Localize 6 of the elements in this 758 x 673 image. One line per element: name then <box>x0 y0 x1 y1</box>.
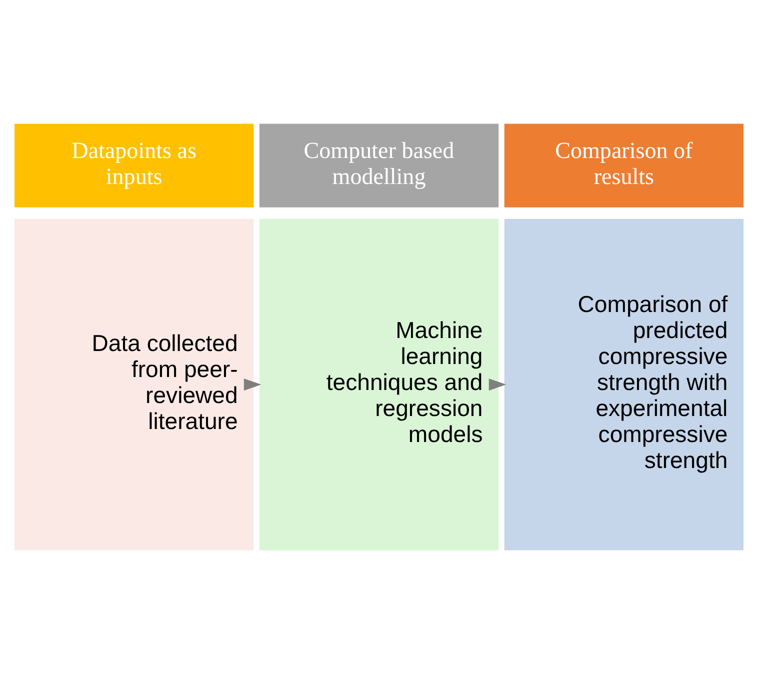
node-box: Comparison of predicted compressive strength with experimental compressive strength <box>504 218 744 550</box>
arrow <box>488 378 506 390</box>
node-box: Computer based modelling <box>259 123 499 207</box>
node-box: Datapoints as inputs <box>14 123 254 207</box>
node-box: Comparison of results <box>504 123 744 207</box>
arrow <box>244 378 262 390</box>
